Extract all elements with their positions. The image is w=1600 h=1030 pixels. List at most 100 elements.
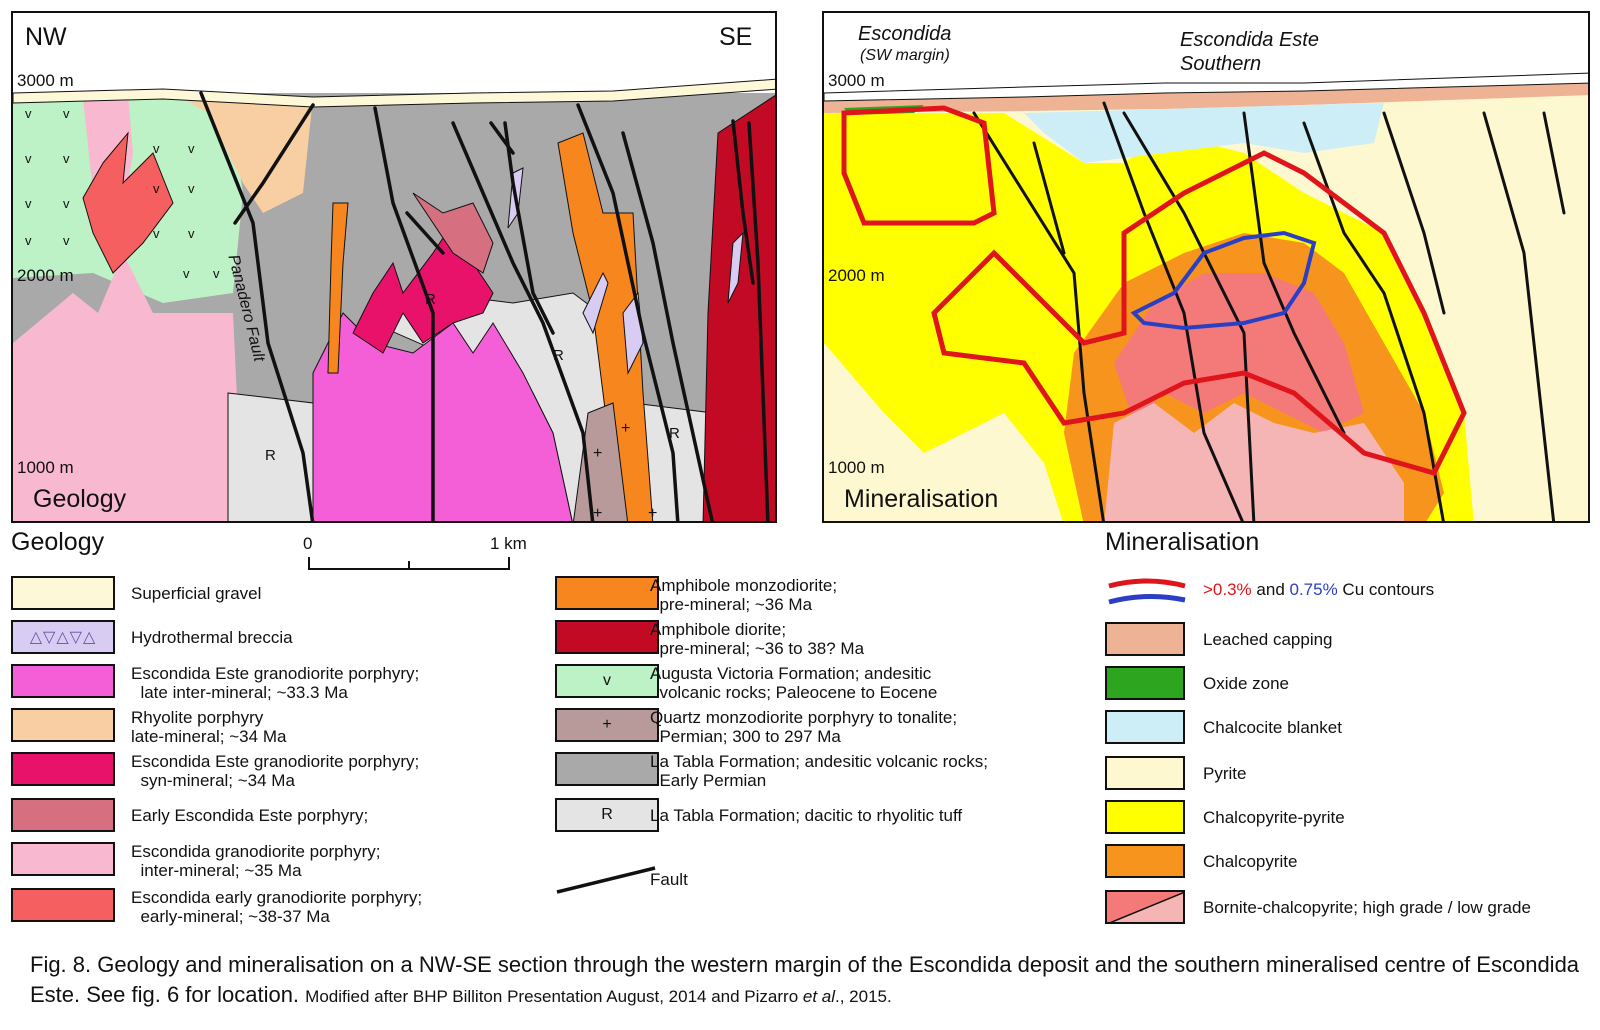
svg-text:v: v (25, 151, 32, 166)
svg-text:v: v (188, 141, 195, 156)
svg-text:v: v (63, 233, 70, 248)
svg-text:v: v (183, 266, 190, 281)
legend-label: La Tabla Formation; andesitic volcanic r… (650, 752, 988, 790)
legend-label: Early Escondida Este porphyry; (131, 806, 369, 825)
legend-swatch (1105, 710, 1185, 744)
legend-label: Fault (650, 870, 688, 889)
legend-label: Chalcopyrite-pyrite (1203, 808, 1345, 827)
fault-line-symbol (556, 866, 656, 894)
contour-and-label: and (1251, 580, 1290, 599)
legend-label: La Tabla Formation; dacitic to rhyolitic… (650, 806, 963, 825)
escondida-este-subtitle: Southern (1180, 53, 1262, 75)
legend-label: Escondida Este granodiorite porphyry; sy… (131, 752, 420, 790)
legend-swatch (555, 576, 659, 610)
svg-text:v: v (63, 106, 70, 121)
legend-swatch (11, 576, 115, 610)
svg-text:v: v (188, 226, 195, 241)
legend-swatch-split (1105, 890, 1185, 924)
svg-text:v: v (25, 233, 32, 248)
legend-swatch (555, 752, 659, 786)
caption-main: Fig. 8. Geology and mineralisation on a … (30, 952, 1580, 1007)
svg-text:v: v (153, 226, 160, 241)
elevation-3000: 3000 m (17, 71, 74, 90)
legend-swatch (11, 888, 115, 922)
legend-swatch: + (555, 708, 659, 742)
legend-label: Escondida Este granodiorite porphyry; la… (131, 664, 420, 702)
legend-swatch (11, 842, 115, 876)
legend-swatch (1105, 666, 1185, 700)
svg-text:v: v (188, 181, 195, 196)
escondida-subtitle: (SW margin) (860, 47, 950, 64)
legend-swatch: R (555, 798, 659, 832)
legend-label: Quartz monzodiorite porphyry to tonalite… (650, 708, 958, 746)
svg-text:+: + (593, 445, 602, 462)
mineralisation-section-panel: Escondida (SW margin) Escondida Este Sou… (822, 11, 1590, 523)
svg-text:+: + (648, 505, 657, 522)
legend-label: Leached capping (1203, 630, 1333, 649)
contour-legend-label: >0.3% and 0.75% Cu contours (1203, 580, 1434, 599)
svg-text:+: + (593, 505, 602, 522)
legend-label: Bornite-chalcopyrite; high grade / low g… (1203, 898, 1531, 917)
legend-label: Chalcocite blanket (1203, 718, 1342, 737)
escondida-title: Escondida (858, 23, 952, 45)
legend-swatch (11, 664, 115, 698)
legend-swatch (11, 798, 115, 832)
legend-swatch (1105, 844, 1185, 878)
geology-panel-label: Geology (33, 485, 127, 513)
legend-swatch (11, 752, 115, 786)
legend-label: Oxide zone (1203, 674, 1289, 693)
svg-text:v: v (153, 141, 160, 156)
bornite-split-swatch (1107, 892, 1183, 922)
tuff-mark: R (553, 347, 564, 364)
direction-nw: NW (25, 23, 67, 51)
elevation-2000: 2000 m (17, 266, 74, 285)
legend-label: Augusta Victoria Formation; andesitic vo… (650, 664, 938, 702)
contour-line-symbol (1108, 578, 1186, 605)
legend-swatch (11, 708, 115, 742)
mineralisation-panel-label: Mineralisation (844, 485, 999, 513)
legend-swatch: v (555, 664, 659, 698)
scale-bar-line (308, 557, 510, 570)
legend-label: Hydrothermal breccia (131, 628, 293, 647)
legend-swatch (1105, 622, 1185, 656)
legend-swatch (1105, 800, 1185, 834)
legend-label: Pyrite (1203, 764, 1247, 783)
direction-se: SE (719, 23, 753, 51)
legend-swatch (1105, 756, 1185, 790)
svg-text:v: v (25, 196, 32, 211)
svg-text:v: v (25, 106, 32, 121)
escondida-este-title: Escondida Este (1180, 29, 1319, 51)
elevation-1000: 1000 m (828, 458, 885, 477)
tuff-mark: R (669, 425, 680, 442)
scale-bar-start: 0 (303, 534, 313, 553)
mineralisation-legend-title: Mineralisation (1105, 528, 1260, 556)
caption-source-text: Modified after BHP Billiton Presentation… (305, 987, 803, 1006)
legend-label: Amphibole diorite; pre-mineral; ~36 to 3… (650, 620, 865, 658)
legend-label: Rhyolite porphyry late-mineral; ~34 Ma (131, 708, 287, 746)
caption-source-year: ., 2015. (835, 987, 892, 1006)
scale-bar-end: 1 km (490, 534, 527, 553)
caption-source-etal: et al (802, 987, 836, 1006)
geology-legend-title: Geology (11, 528, 105, 556)
tuff-mark: R (265, 447, 276, 464)
caption-source: Modified after BHP Billiton Presentation… (305, 987, 892, 1006)
legend-label: Amphibole monzodiorite; pre-mineral; ~36… (650, 576, 838, 614)
tuff-mark: R (425, 291, 436, 308)
figure-caption: Fig. 8. Geology and mineralisation on a … (30, 950, 1580, 1012)
elevation-2000: 2000 m (828, 266, 885, 285)
svg-text:v: v (63, 151, 70, 166)
svg-text:+: + (621, 420, 630, 437)
elevation-1000: 1000 m (17, 458, 74, 477)
svg-text:v: v (153, 181, 160, 196)
mineralisation-section-drawing (824, 72, 1588, 521)
legend-swatch (555, 620, 659, 654)
legend-label: Chalcopyrite (1203, 852, 1298, 871)
legend-label: Superficial gravel (131, 584, 262, 603)
contour-high-label: >0.3% (1203, 580, 1252, 599)
legend-label: Escondida granodiorite porphyry; inter-m… (131, 842, 381, 880)
contour-very-high-label: 0.75% (1289, 580, 1338, 599)
svg-text:v: v (213, 266, 220, 281)
elevation-3000: 3000 m (828, 71, 885, 90)
